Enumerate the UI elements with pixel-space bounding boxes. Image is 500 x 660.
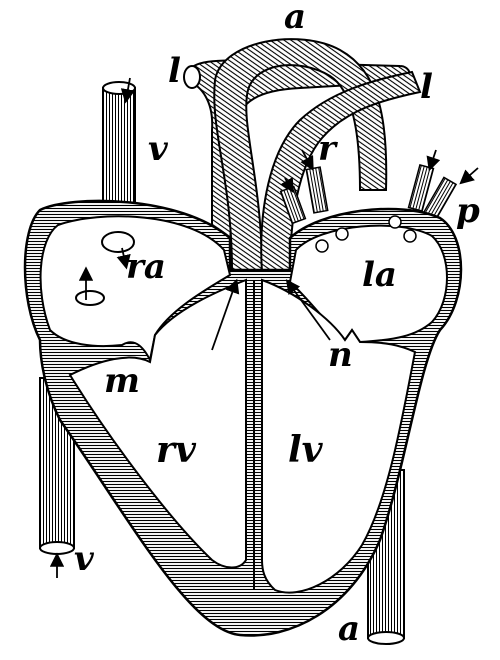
label-right-ventricle: rv <box>156 429 197 471</box>
label-pulmonary-right: l <box>420 67 433 107</box>
right-atrium-chamber <box>39 215 232 364</box>
label-pulmonary-left: l <box>168 51 181 91</box>
left-ventricle-chamber <box>261 278 417 594</box>
label-left-atrium: la <box>362 255 397 295</box>
label-aorta-bottom: a <box>338 609 360 649</box>
label-aorta-top: a <box>284 0 306 37</box>
vessel-openings <box>75 215 417 306</box>
right-ventricle-chamber <box>68 278 247 569</box>
pulmonary-trunk <box>260 70 422 273</box>
pulmonary-veins <box>279 164 458 225</box>
superior-vena-cava <box>102 81 136 209</box>
label-vena-cava-bottom: v <box>74 539 95 579</box>
label-left-ventricle: lv <box>288 429 324 471</box>
label-mitral-valve: n <box>328 335 353 375</box>
flow-arrows <box>49 77 479 578</box>
label-right-atrium: ra <box>126 247 166 287</box>
label-tricuspid-valve: m <box>104 361 140 401</box>
label-pulmonary-veins-right: r <box>318 129 338 169</box>
label-pulmonary-veins-left: p <box>456 191 480 231</box>
label-vena-cava-top: v <box>148 129 169 169</box>
aortic-arch <box>213 38 388 271</box>
